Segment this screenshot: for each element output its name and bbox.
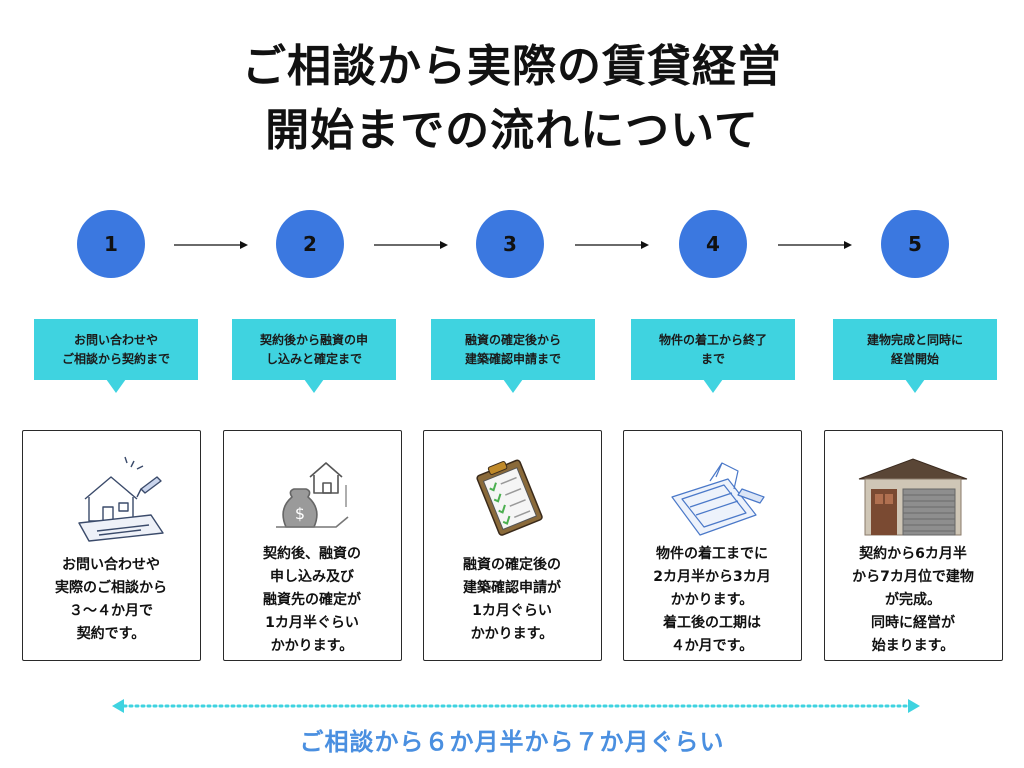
step-description-1: お問い合わせや 実際のご相談から ３～４か月で 契約です。 — [55, 557, 167, 642]
svg-text:$: $ — [295, 504, 305, 523]
step-description-4: 物件の着工までに 2カ月半から3カ月 かかります。 着工後の工期は ４か月です。 — [653, 545, 771, 654]
clipboard-checklist-icon — [476, 459, 543, 536]
step-circle-4: 4 — [679, 210, 747, 278]
step-card-3: 融資の確定後の 建築確認申請が 1カ月ぐらい かかります。 — [423, 430, 602, 661]
step-label-3: 融資の確定後から 建築確認申請まで — [431, 319, 595, 393]
timeline-double-arrow — [112, 699, 920, 713]
step-card-2: $ 契約後、融資の 申し込み及び 融資先の確定が 1カ月半ぐらい かかります。 — [223, 430, 402, 661]
blueprint-icon — [671, 462, 765, 536]
step-description-2: 契約後、融資の 申し込み及び 融資先の確定が 1カ月半ぐらい かかります。 — [263, 545, 361, 654]
page-title-line-1: ご相談から実際の賃貸経営 — [242, 41, 782, 92]
money-house-icon: $ — [276, 462, 349, 528]
step-circle-5: 5 — [881, 210, 949, 278]
duration-summary: ご相談から６か月半から７か月ぐらい — [299, 728, 725, 756]
step-label-5: 建物完成と同時に 経営開始 — [833, 319, 997, 393]
step-card-4: 物件の着工までに 2カ月半から3カ月 かかります。 着工後の工期は ４か月です。 — [623, 430, 802, 661]
step-circle-1: 1 — [77, 210, 145, 278]
step-label-4: 物件の着工から終了 まで — [631, 319, 795, 393]
arrow-right-icon — [374, 241, 448, 249]
step-circle-2: 2 — [276, 210, 344, 278]
garage-building-icon — [858, 458, 968, 536]
step-circle-3: 3 — [476, 210, 544, 278]
step-label-1: お問い合わせや ご相談から契約まで — [34, 319, 198, 393]
step-description-5: 契約から6カ月半 から7カ月位で建物 が完成。 同時に経営が 始まります。 — [852, 545, 974, 654]
arrow-right-icon — [575, 241, 649, 249]
page-title-line-2: 開始までの流れについて — [265, 105, 759, 156]
step-label-2: 契約後から融資の申 し込みと確定まで — [232, 319, 396, 393]
arrow-right-icon — [778, 241, 852, 249]
house-contract-icon — [78, 456, 164, 542]
step-card-1: お問い合わせや 実際のご相談から ３～４か月で 契約です。 — [22, 430, 201, 661]
step-card-5: 契約から6カ月半 から7カ月位で建物 が完成。 同時に経営が 始まります。 — [824, 430, 1003, 661]
step-description-3: 融資の確定後の 建築確認申請が 1カ月ぐらい かかります。 — [463, 557, 561, 642]
arrow-right-icon — [174, 241, 248, 249]
